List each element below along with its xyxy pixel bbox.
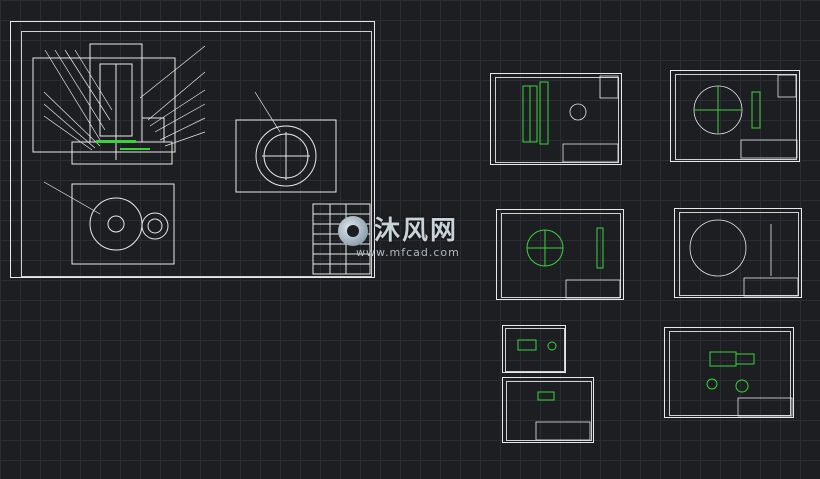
drawing-frame (505, 328, 565, 372)
drawing-sheet-flange[interactable] (674, 208, 802, 298)
drawing-sheet-bracket[interactable] (664, 327, 794, 418)
drawing-sheet-blade[interactable] (496, 209, 624, 300)
drawing-sheet-shaft[interactable] (490, 73, 622, 165)
drawing-sheet-impeller-disc[interactable] (670, 70, 800, 162)
drawing-frame (21, 31, 372, 277)
drawing-frame (669, 331, 791, 416)
drawing-frame (501, 213, 621, 298)
drawing-sheet-small-b[interactable] (502, 377, 594, 443)
drawing-sheet-assembly[interactable] (10, 21, 375, 278)
drawing-frame (675, 74, 797, 160)
drawing-frame (679, 212, 799, 296)
drawing-sheet-small-a[interactable] (502, 325, 566, 373)
watermark-url: www.mfcad.com (356, 246, 460, 259)
drawing-frame (506, 381, 592, 441)
drawing-frame (495, 77, 619, 163)
